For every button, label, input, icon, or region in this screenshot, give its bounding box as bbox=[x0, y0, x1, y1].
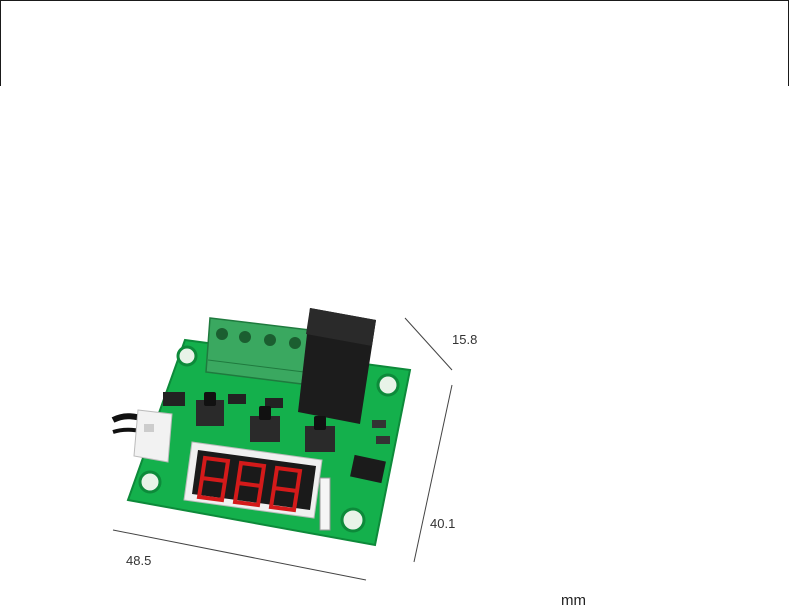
depth-dimension-line bbox=[404, 317, 453, 371]
terminal-screw bbox=[264, 334, 276, 346]
sensor-connector bbox=[133, 409, 173, 463]
width-label: 48.5 bbox=[126, 553, 152, 568]
smd-component bbox=[265, 398, 283, 408]
terminal-screw bbox=[239, 331, 251, 343]
mounting-hole bbox=[176, 345, 198, 367]
display-digits bbox=[196, 455, 303, 513]
push-button-3 bbox=[305, 416, 335, 452]
pin-header bbox=[319, 477, 331, 531]
smd-component bbox=[372, 420, 386, 428]
smd-component bbox=[163, 392, 185, 406]
push-button-1 bbox=[196, 392, 224, 426]
terminal-screw bbox=[216, 328, 228, 340]
ic-chip bbox=[350, 454, 386, 484]
height-label: 40.1 bbox=[430, 516, 456, 531]
smd-component bbox=[228, 394, 246, 404]
unit-label: mm bbox=[561, 592, 586, 609]
width-dimension-line bbox=[112, 529, 367, 581]
mounting-hole bbox=[376, 373, 400, 397]
terminal-screw bbox=[289, 337, 301, 349]
height-dimension-line bbox=[413, 384, 453, 563]
connector-pin bbox=[144, 424, 154, 432]
terminal-block bbox=[205, 317, 311, 385]
mounting-hole bbox=[138, 470, 162, 494]
depth-label: 15.8 bbox=[452, 332, 478, 347]
mounting-hole bbox=[340, 507, 366, 533]
push-button-2 bbox=[250, 406, 280, 442]
top-frame-border bbox=[0, 0, 789, 86]
smd-component bbox=[376, 436, 390, 444]
